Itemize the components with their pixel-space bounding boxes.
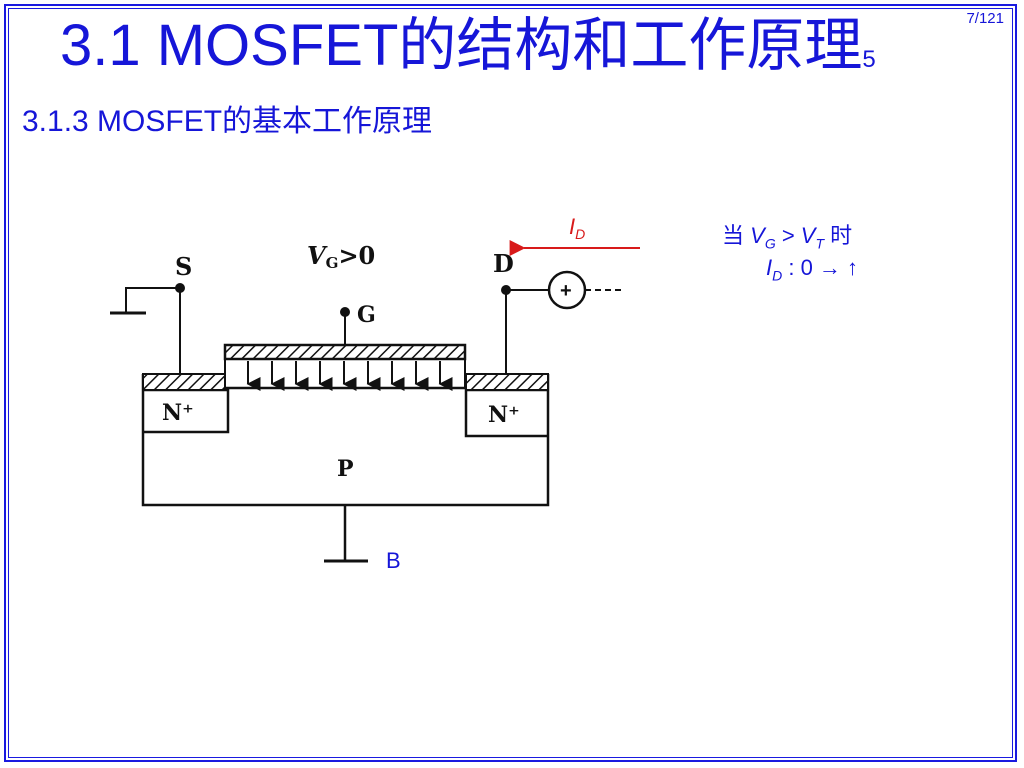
source-label: S: [175, 252, 192, 281]
gate-voltage-v: V: [307, 241, 328, 270]
electric-field-arrows: [246, 361, 453, 391]
note-id: I: [766, 255, 773, 280]
n-plus-label-right: N⁺: [488, 402, 520, 428]
condition-line-2: ID : 0 → ↑: [766, 254, 858, 289]
slide-subtitle: 3.1.3 MOSFET的基本工作原理: [22, 105, 433, 138]
note-suffix: 时: [824, 223, 853, 248]
source-ground-wire: [125, 287, 180, 312]
gate-voltage-cond: >0: [338, 241, 375, 270]
condition-line-1: 当 VG > VT 时: [722, 222, 852, 257]
n-plus-label-left: N⁺: [162, 400, 194, 426]
drain-current-sub: D: [575, 226, 585, 242]
drain-current-i: I: [569, 214, 575, 239]
gate-electrode: [223, 343, 467, 361]
drain-current-label: ID: [569, 214, 585, 242]
note-id-change: : 0 → ↑: [782, 255, 859, 280]
drain-contact: [465, 373, 549, 391]
note-prefix: 当: [722, 223, 751, 248]
slide-title: 3.1 MOSFET的结构和工作原理5: [60, 4, 876, 102]
slide-title-text: 3.1 MOSFET的结构和工作原理: [60, 13, 863, 78]
note-id-sub: D: [772, 267, 783, 284]
note-vg-sub: G: [764, 235, 776, 252]
page-number: 7/121: [966, 10, 1004, 27]
note-vt-sub: T: [815, 235, 825, 252]
note-gt: >: [775, 223, 801, 248]
gate-voltage-label: VG>0: [307, 241, 375, 272]
substrate-outline: [141, 374, 550, 507]
gate-label: G: [357, 302, 376, 328]
gate-terminal-dot: [340, 307, 350, 317]
slide-title-suffix: 5: [862, 46, 876, 73]
body-label: B: [386, 548, 401, 573]
note-vt: V: [800, 223, 816, 248]
source-contact: [142, 373, 226, 391]
slide-frame: [4, 4, 1017, 762]
source-polarity: +: [560, 280, 572, 302]
slide-frame-inner: [8, 8, 1013, 758]
drain-label: D: [493, 249, 514, 278]
gate-voltage-sub: G: [326, 254, 339, 272]
note-vg: V: [750, 223, 765, 248]
substrate-label: P: [337, 456, 354, 482]
